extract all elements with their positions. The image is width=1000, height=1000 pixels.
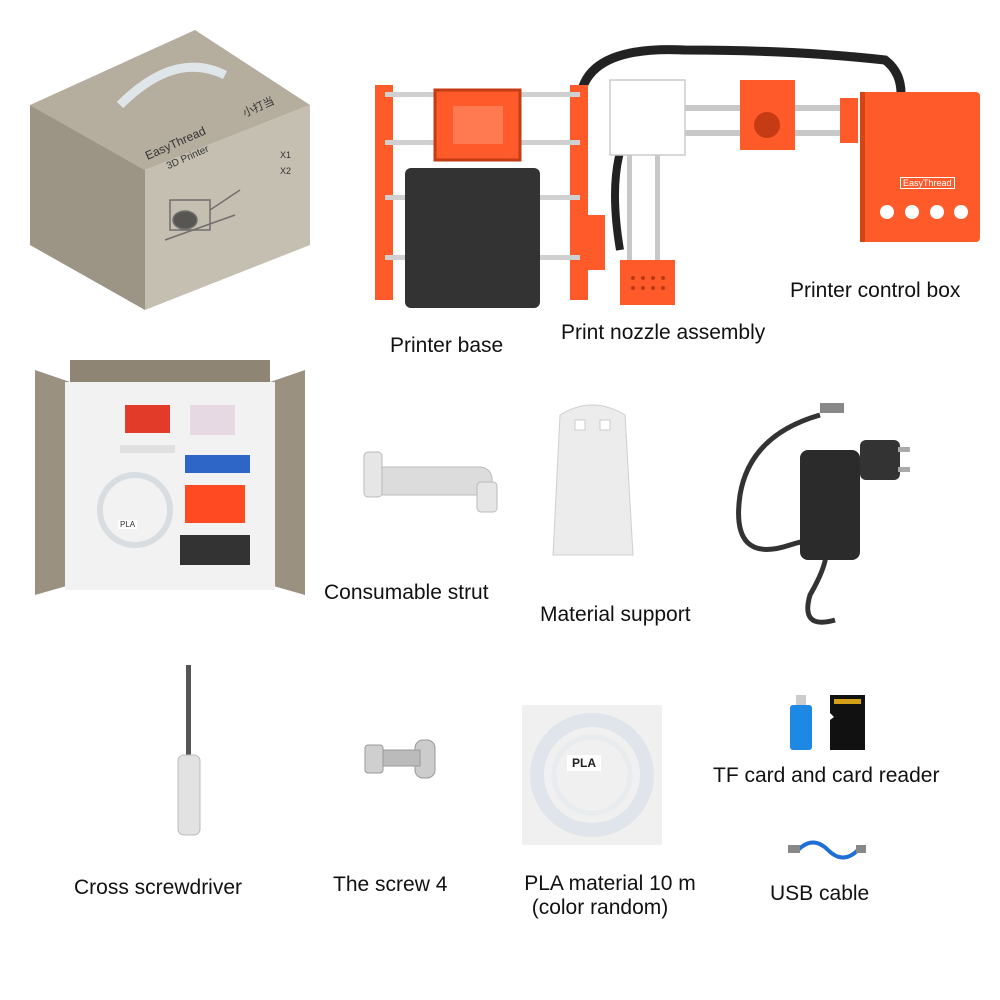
box-model-x2: X2: [280, 166, 292, 176]
button-play-icon: [954, 205, 968, 219]
label-printer-control-box: Printer control box: [790, 279, 961, 302]
packing-box-photo: PLA: [35, 360, 305, 595]
label-pla-material-line1: PLA material 10 m: [524, 872, 696, 895]
label-printer-base: Printer base: [390, 334, 504, 357]
control-box-buttons: [880, 205, 970, 221]
power-adapter-photo: [710, 395, 920, 635]
label-print-nozzle-assembly: Print nozzle assembly: [561, 321, 766, 344]
screw-photo: [360, 735, 440, 785]
cross-screwdriver-photo: [160, 665, 220, 840]
label-material-support: Material support: [540, 603, 691, 626]
material-support-photo: [545, 395, 640, 560]
printer-assembly-photo: EasyThread: [365, 20, 990, 320]
label-usb-cable: USB cable: [770, 882, 870, 905]
button-minus-icon: [905, 205, 919, 219]
label-pla-material: PLA material 10 m (color random): [510, 872, 710, 920]
consumable-strut-photo: [352, 447, 502, 517]
button-plus-icon: [930, 205, 944, 219]
label-pla-material-line2: (color random): [531, 896, 669, 920]
tf-card-photo: [830, 695, 865, 750]
retail-box-photo: EasyThread 3D Printer 小打当 X1 X2: [25, 10, 325, 310]
label-screw: The screw 4: [333, 873, 448, 896]
card-reader-photo: [790, 695, 812, 750]
pla-filament-photo: PLA: [522, 705, 662, 845]
label-tf-card: TF card and card reader: [713, 764, 940, 787]
button-ok-icon: [880, 205, 894, 219]
box-model-x1: X1: [280, 150, 292, 160]
control-box-logo: EasyThread: [900, 177, 955, 189]
label-cross-screwdriver: Cross screwdriver: [74, 876, 243, 899]
label-consumable-strut: Consumable strut: [324, 581, 489, 604]
usb-cable-photo: [788, 835, 868, 865]
pla-filament-tag: PLA: [567, 755, 601, 771]
packing-box-pla-tag: PLA: [118, 520, 138, 529]
